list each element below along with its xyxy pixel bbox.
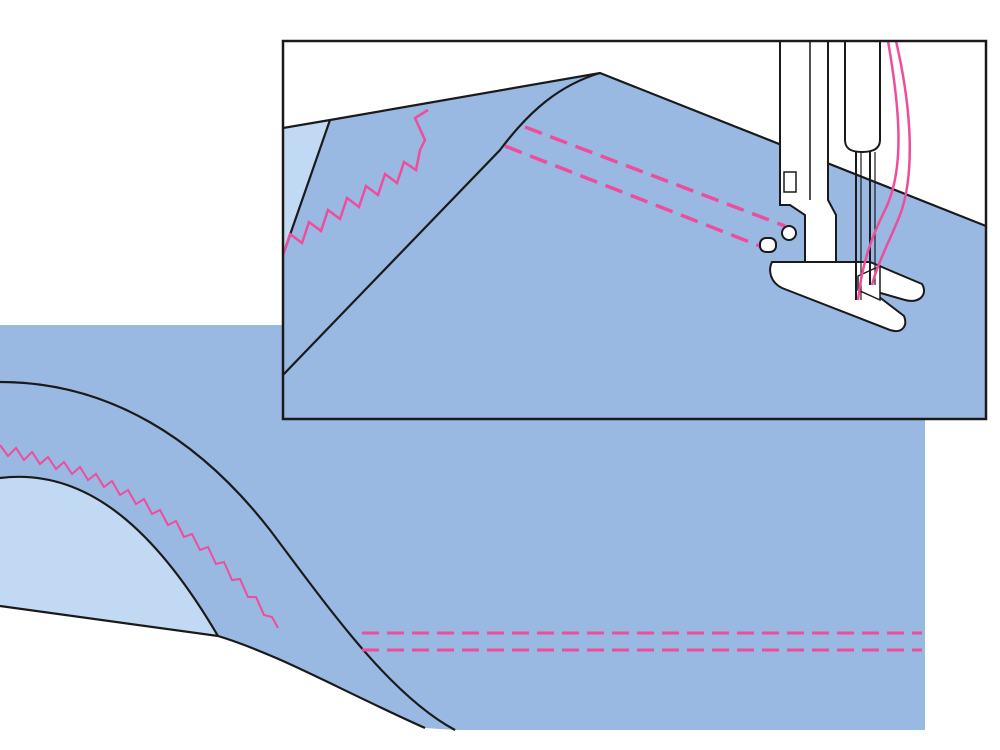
presser-bar-slot <box>783 171 797 193</box>
fabric-underside <box>0 476 218 636</box>
presser-foot <box>759 41 925 332</box>
fabric-panel <box>0 325 925 730</box>
main-view <box>0 325 925 731</box>
zigzag-stitch-main <box>0 444 279 629</box>
thread-left <box>856 41 900 301</box>
presser-foot-sole <box>769 261 925 332</box>
inset-view <box>281 39 988 421</box>
inset-fold-edge <box>283 71 601 376</box>
zigzag-stitch-inset <box>283 108 429 256</box>
needle-bar <box>844 41 881 154</box>
hem-lower-edge <box>217 634 426 730</box>
inset-straight-stitch-lower <box>504 144 771 252</box>
hem-fold-edge <box>0 380 456 731</box>
inset-cut-edge <box>283 119 332 256</box>
presser-screw-icon <box>781 225 797 241</box>
inset-straight-stitch-upper <box>524 125 786 228</box>
folded-hem <box>0 382 455 730</box>
twin-needle <box>844 41 881 300</box>
needle-threads <box>856 41 912 301</box>
inset-border <box>281 39 988 421</box>
presser-screw-head <box>759 237 777 253</box>
hem-inner-edge <box>0 475 219 637</box>
fabric-bottom-edge <box>0 604 219 638</box>
thread-right <box>870 41 912 286</box>
